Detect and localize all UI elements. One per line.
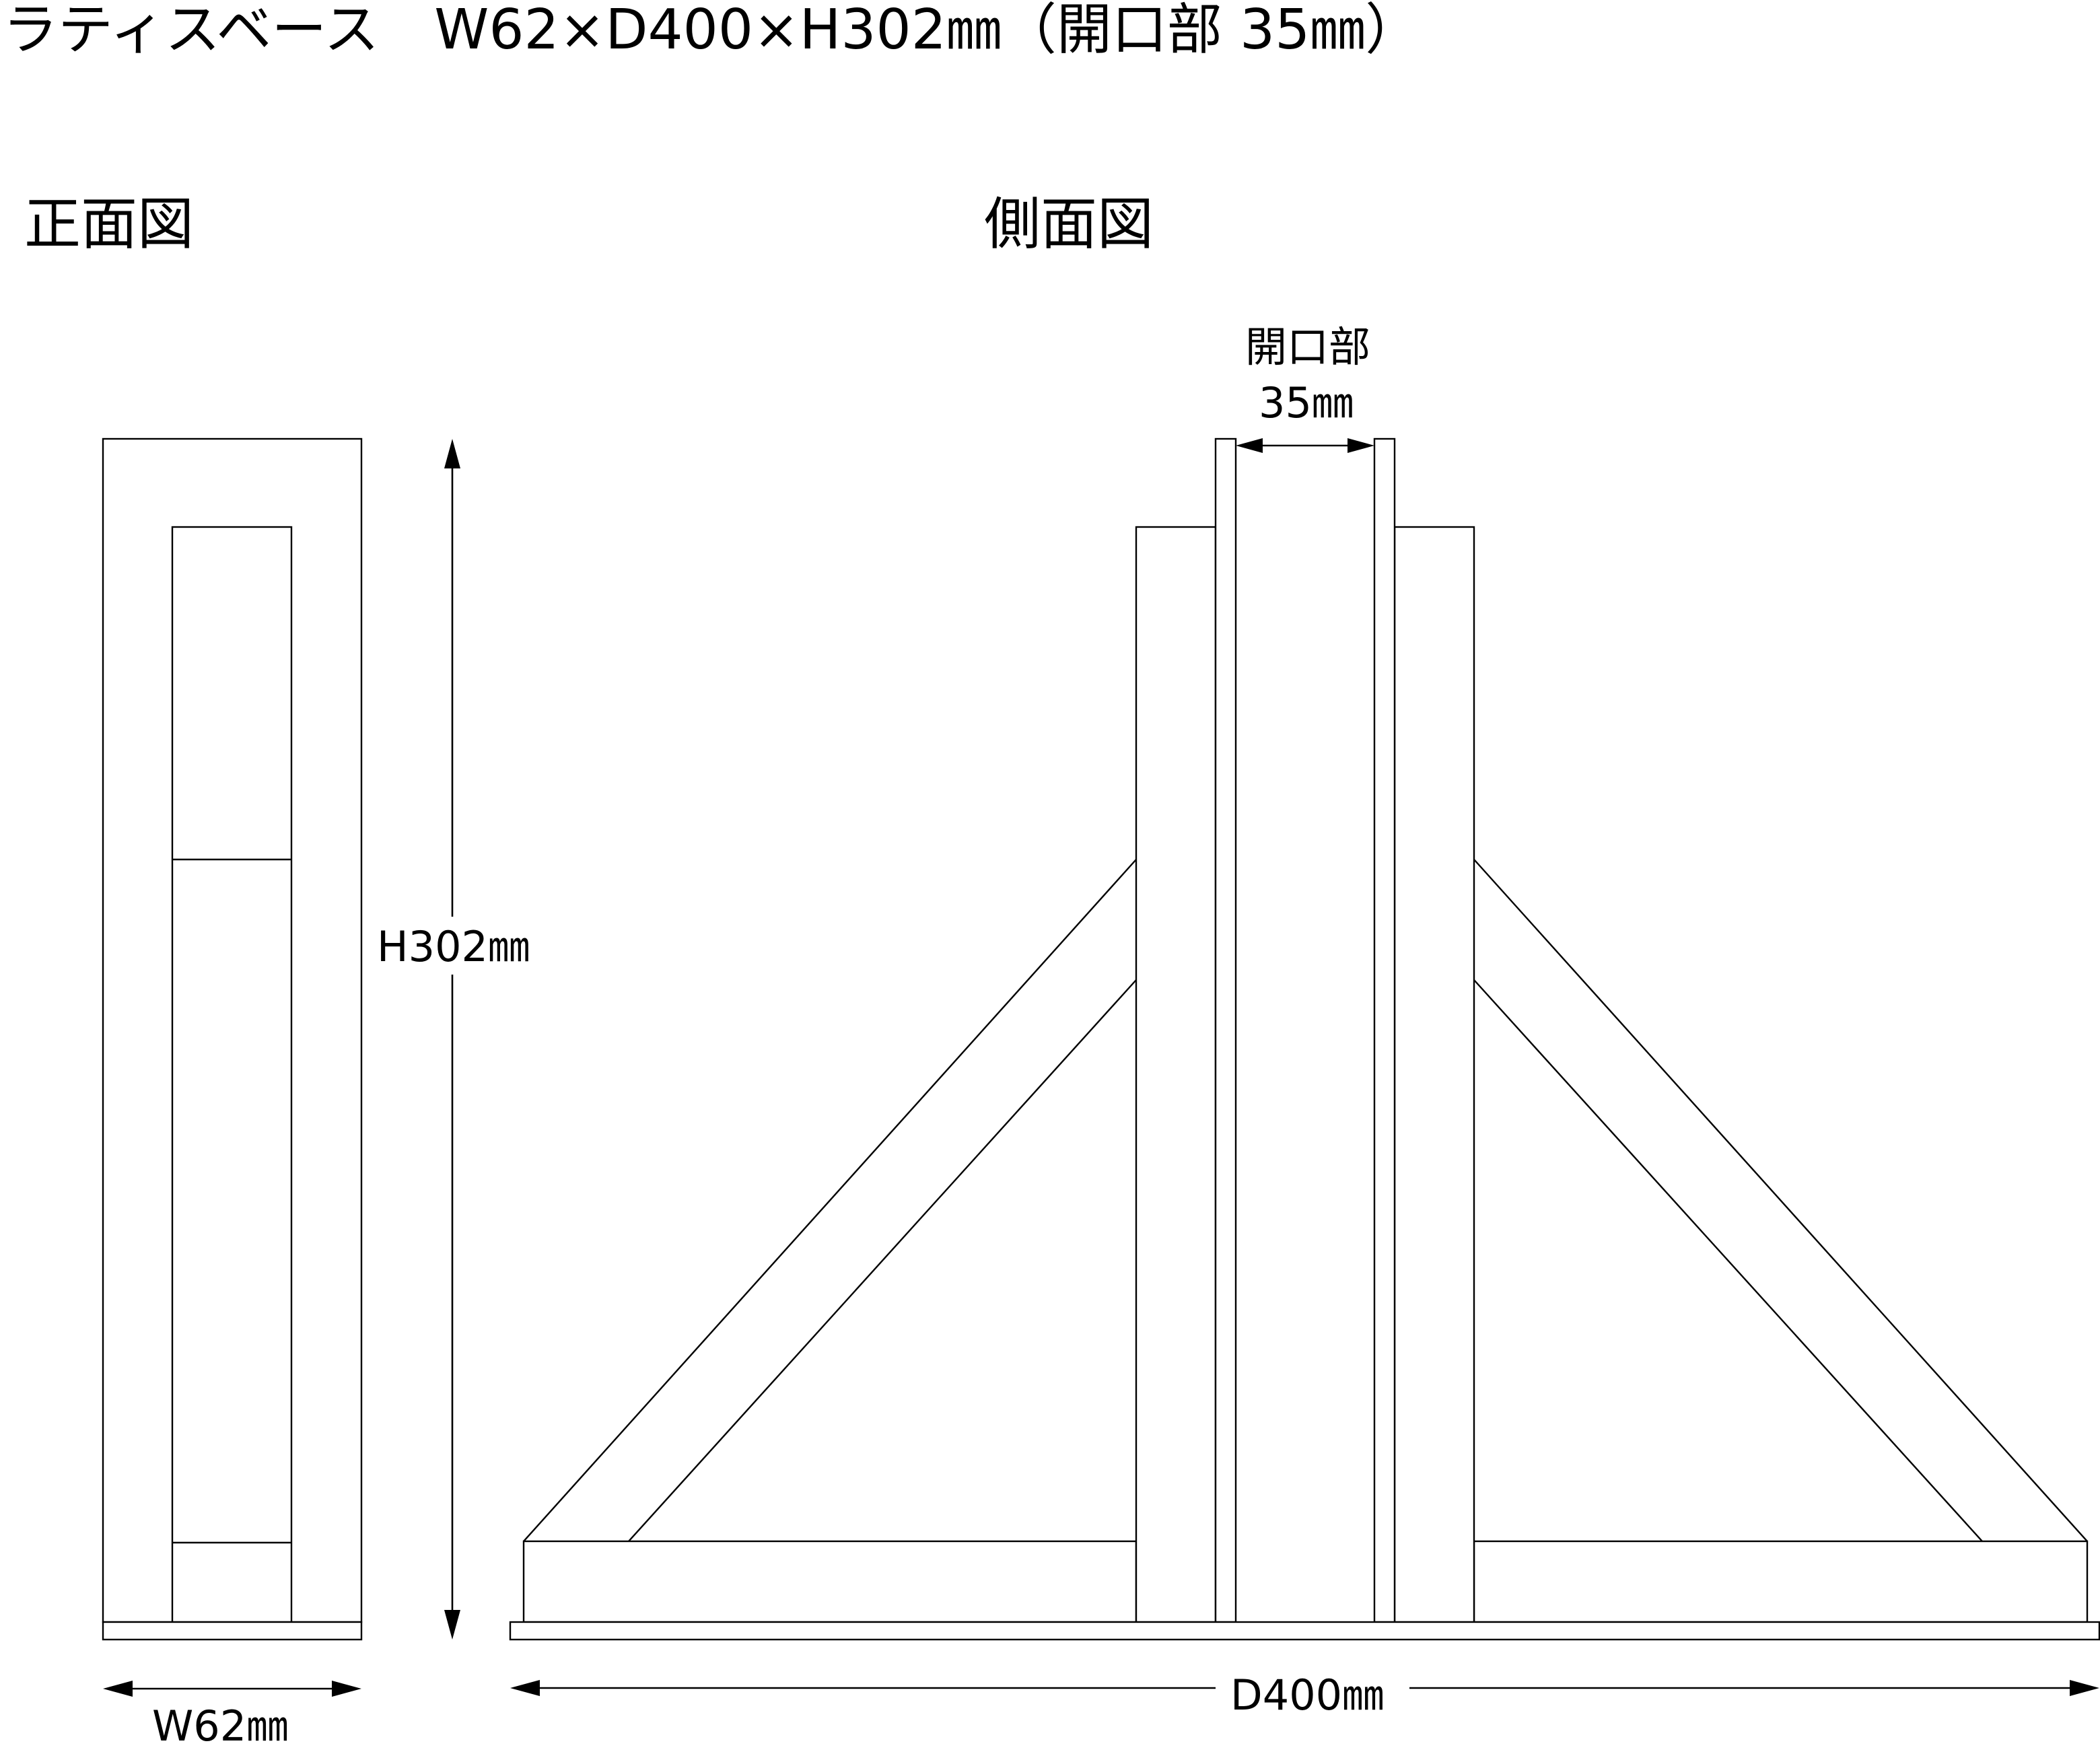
depth-arrow-left bbox=[510, 1680, 540, 1696]
left-center-block bbox=[1135, 526, 1217, 1623]
depth-arrow-right bbox=[2070, 1680, 2099, 1696]
right-bottom-rail bbox=[1473, 1540, 2089, 1623]
height-dimension: H302㎜ bbox=[377, 439, 530, 1640]
width-arrow-left bbox=[103, 1681, 133, 1697]
right-center-block bbox=[1393, 526, 1475, 1623]
depth-dimension: D400㎜ bbox=[510, 1671, 2099, 1720]
opening-dimension: 開口部 35㎜ bbox=[1236, 322, 1374, 453]
side-view-heading: 側面図 bbox=[984, 191, 1154, 257]
left-slot-strip bbox=[1214, 437, 1237, 1623]
height-label: H302㎜ bbox=[377, 922, 530, 971]
height-arrow-top bbox=[444, 439, 460, 468]
opening-arrow-left bbox=[1236, 438, 1263, 453]
right-brace-outer-edge bbox=[1473, 859, 2088, 1542]
opening-value: 35㎜ bbox=[1259, 378, 1354, 427]
front-view-heading: 正面図 bbox=[24, 191, 194, 257]
opening-label: 開口部 bbox=[1245, 322, 1370, 372]
side-view bbox=[509, 437, 2100, 1641]
height-arrow-bottom bbox=[444, 1610, 460, 1640]
right-slot-strip bbox=[1373, 437, 1396, 1623]
front-view bbox=[102, 437, 363, 1641]
opening-arrow-right bbox=[1348, 438, 1374, 453]
width-label: W62㎜ bbox=[152, 1701, 288, 1751]
front-inner-frame bbox=[171, 526, 293, 1623]
right-brace-inner-edge bbox=[1473, 979, 1983, 1542]
left-bottom-rail bbox=[522, 1540, 1138, 1623]
side-base-plate bbox=[509, 1621, 2100, 1641]
width-arrow-right bbox=[332, 1681, 361, 1697]
depth-label: D400㎜ bbox=[1230, 1671, 1384, 1720]
left-brace-outer-edge bbox=[523, 859, 1137, 1542]
front-base-plate bbox=[102, 1621, 363, 1641]
drawing-title: ラティスベース W62×D400×H302㎜（開口部 35㎜） bbox=[3, 0, 1420, 62]
width-dimension: W62㎜ bbox=[103, 1681, 361, 1751]
left-brace-inner-edge bbox=[628, 979, 1137, 1542]
